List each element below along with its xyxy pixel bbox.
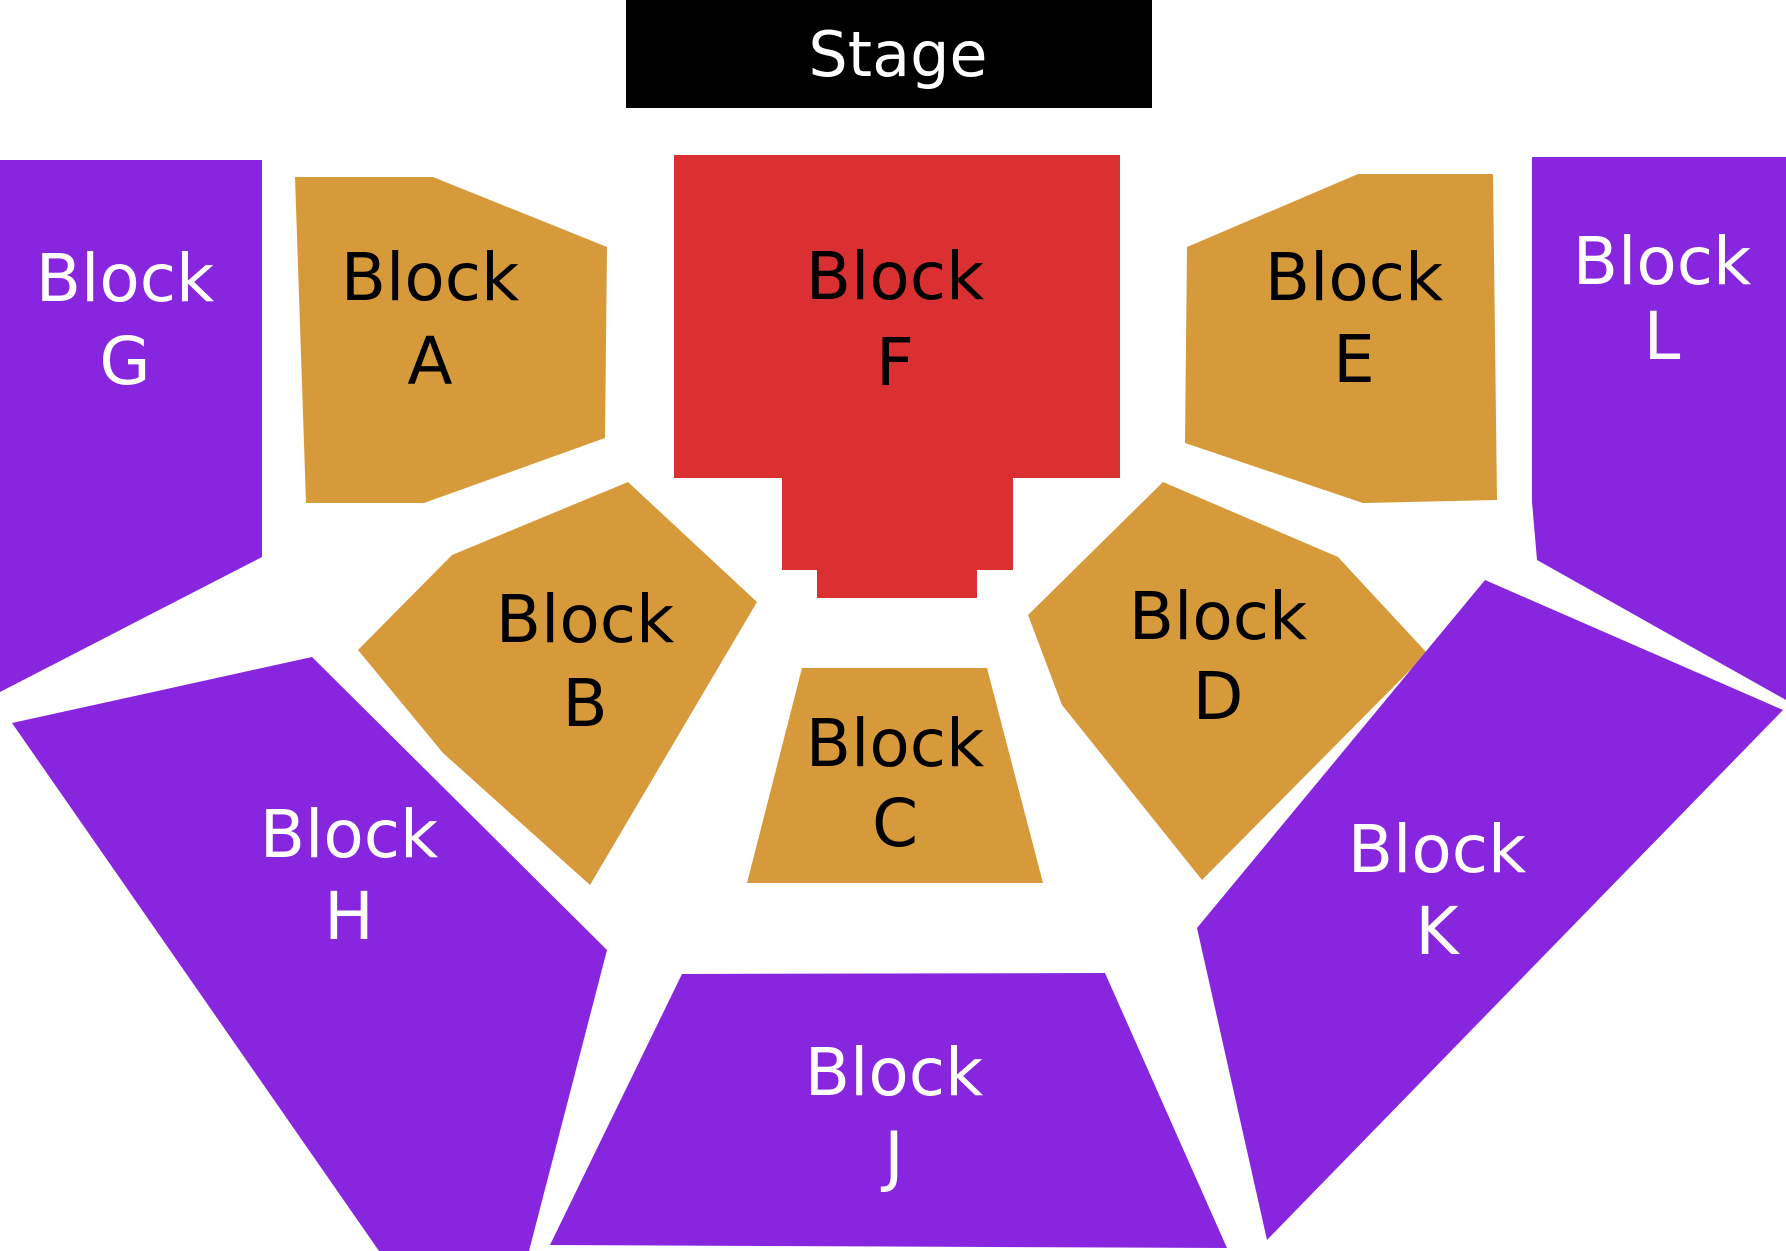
block-f[interactable]: Block F <box>674 155 1120 598</box>
block-l-shape[interactable] <box>1532 157 1786 700</box>
block-c[interactable]: Block C <box>747 668 1043 883</box>
block-e[interactable]: Block E <box>1185 174 1497 503</box>
stage: Stage <box>626 0 1152 108</box>
block-g-shape[interactable] <box>0 160 262 692</box>
block-g[interactable]: Block G <box>0 160 262 692</box>
block-d-shape[interactable] <box>1028 482 1427 880</box>
block-a-shape[interactable] <box>295 177 607 503</box>
block-h-shape[interactable] <box>12 657 607 1251</box>
stage-shape <box>626 0 1152 108</box>
block-e-shape[interactable] <box>1185 174 1497 503</box>
block-k-shape[interactable] <box>1197 580 1783 1240</box>
block-f-shape[interactable] <box>674 155 1120 598</box>
block-c-shape[interactable] <box>747 668 1043 883</box>
block-a[interactable]: Block A <box>295 177 607 503</box>
block-b-shape[interactable] <box>358 482 757 885</box>
block-j-shape[interactable] <box>550 973 1227 1248</box>
block-j[interactable]: Block J <box>550 973 1227 1248</box>
